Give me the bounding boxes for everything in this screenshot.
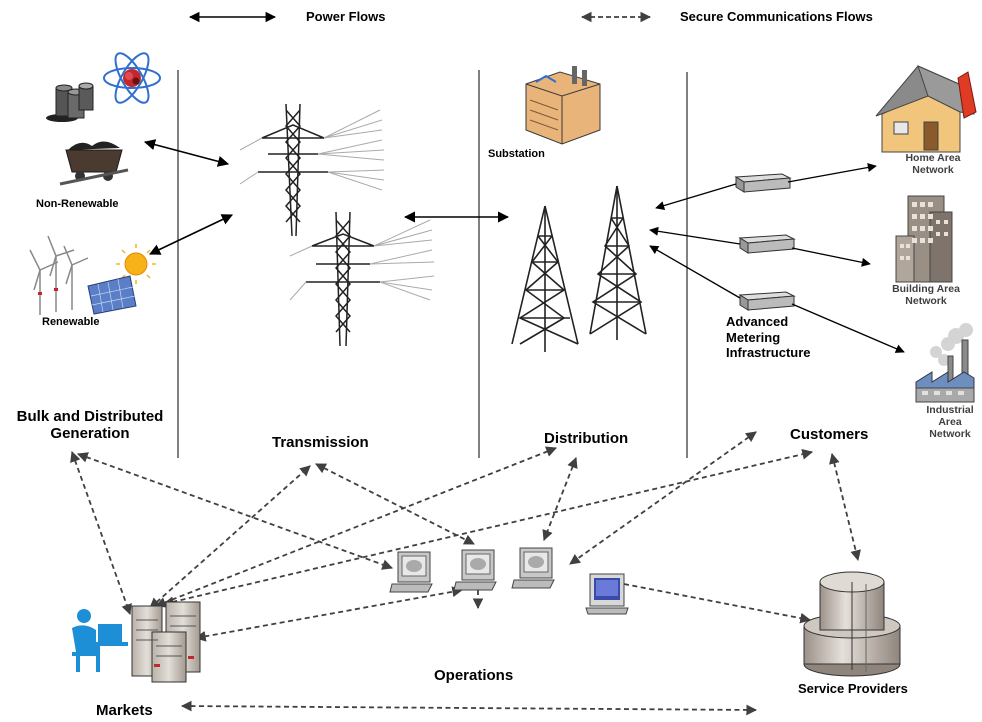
operations-monitor-icon [585,573,629,615]
transmission-tower-1-icon [239,103,385,237]
comm-transmission-operations [315,463,475,545]
transmission-label: Transmission [272,434,369,451]
house-icon [875,65,977,153]
service-provider-datacenter-icon [803,571,901,677]
meter-device-3-icon [738,291,796,311]
operations-workstation-3-icon [511,547,555,589]
operations-workstation-1-icon [389,551,433,593]
distribution-tower-2-icon [589,185,647,340]
markets-label: Markets [96,702,153,719]
comm-generation-operations [76,452,394,570]
office-building-icon [895,195,953,283]
distribution-tower-1-icon [511,205,579,352]
distribution-label: Distribution [544,430,629,447]
arrow-meter3-industrial [791,303,905,353]
comm-markets-transmission [149,465,311,609]
building-area-network-label: Building Area Network [892,283,960,308]
comm-generation-markets [70,450,132,616]
atom-icon [103,52,161,104]
person-at-desk-icon [72,609,128,672]
arrow-renewable-transmission [148,214,234,255]
substation-label: Substation [488,148,545,160]
bulk-generation-label: Bulk and Distributed Generation [16,408,164,443]
arrow-meter2-building [791,247,871,267]
oil-barrels-icon [46,82,94,122]
arrow-dist-meter1 [655,183,737,211]
operations-workstation-2-icon [453,549,497,591]
arrow-nonrenewable-transmission [143,139,230,167]
substation-icon [525,66,601,145]
comm-customers-operations [569,431,757,565]
section-dividers [177,70,688,458]
solar-panel-icon [87,275,137,315]
comm-flow-arrows [70,431,861,716]
legend-power-flows-label: Power Flows [306,9,386,24]
legend-comm-flows-label: Secure Communications Flows [680,9,873,24]
meter-device-1-icon [734,173,792,193]
arrow-dist-meter3 [649,245,741,299]
power-flow-arrows [143,139,905,353]
comm-distribution-operations [542,456,578,542]
home-area-network-label: Home Area Network [905,152,961,177]
meter-device-2-icon [738,234,796,254]
industrial-area-network-label: Industrial Area Network [926,404,974,441]
comm-customers-service-providers [829,452,861,562]
comm-operations-service-providers [623,583,812,624]
comm-markets-customers [162,448,814,608]
markets-servers-icon [131,601,201,683]
operations-label: Operations [434,667,514,684]
coal-cart-icon [59,141,129,186]
non-renewable-label: Non-Renewable [36,198,119,210]
sun-icon [116,244,156,284]
arrow-dist-meter2 [649,226,741,245]
arrow-meter1-home [787,162,877,183]
service-providers-label: Service Providers [798,681,908,696]
comm-markets-service-providers [180,700,758,716]
transmission-tower-2-icon [289,211,435,347]
wind-turbines-icon [29,235,89,315]
customers-label: Customers [790,426,869,443]
factory-icon [915,323,975,403]
comm-markets-operations [194,586,464,642]
ami-label: Advanced Metering Infrastructure [726,314,811,361]
renewable-label: Renewable [42,316,100,328]
